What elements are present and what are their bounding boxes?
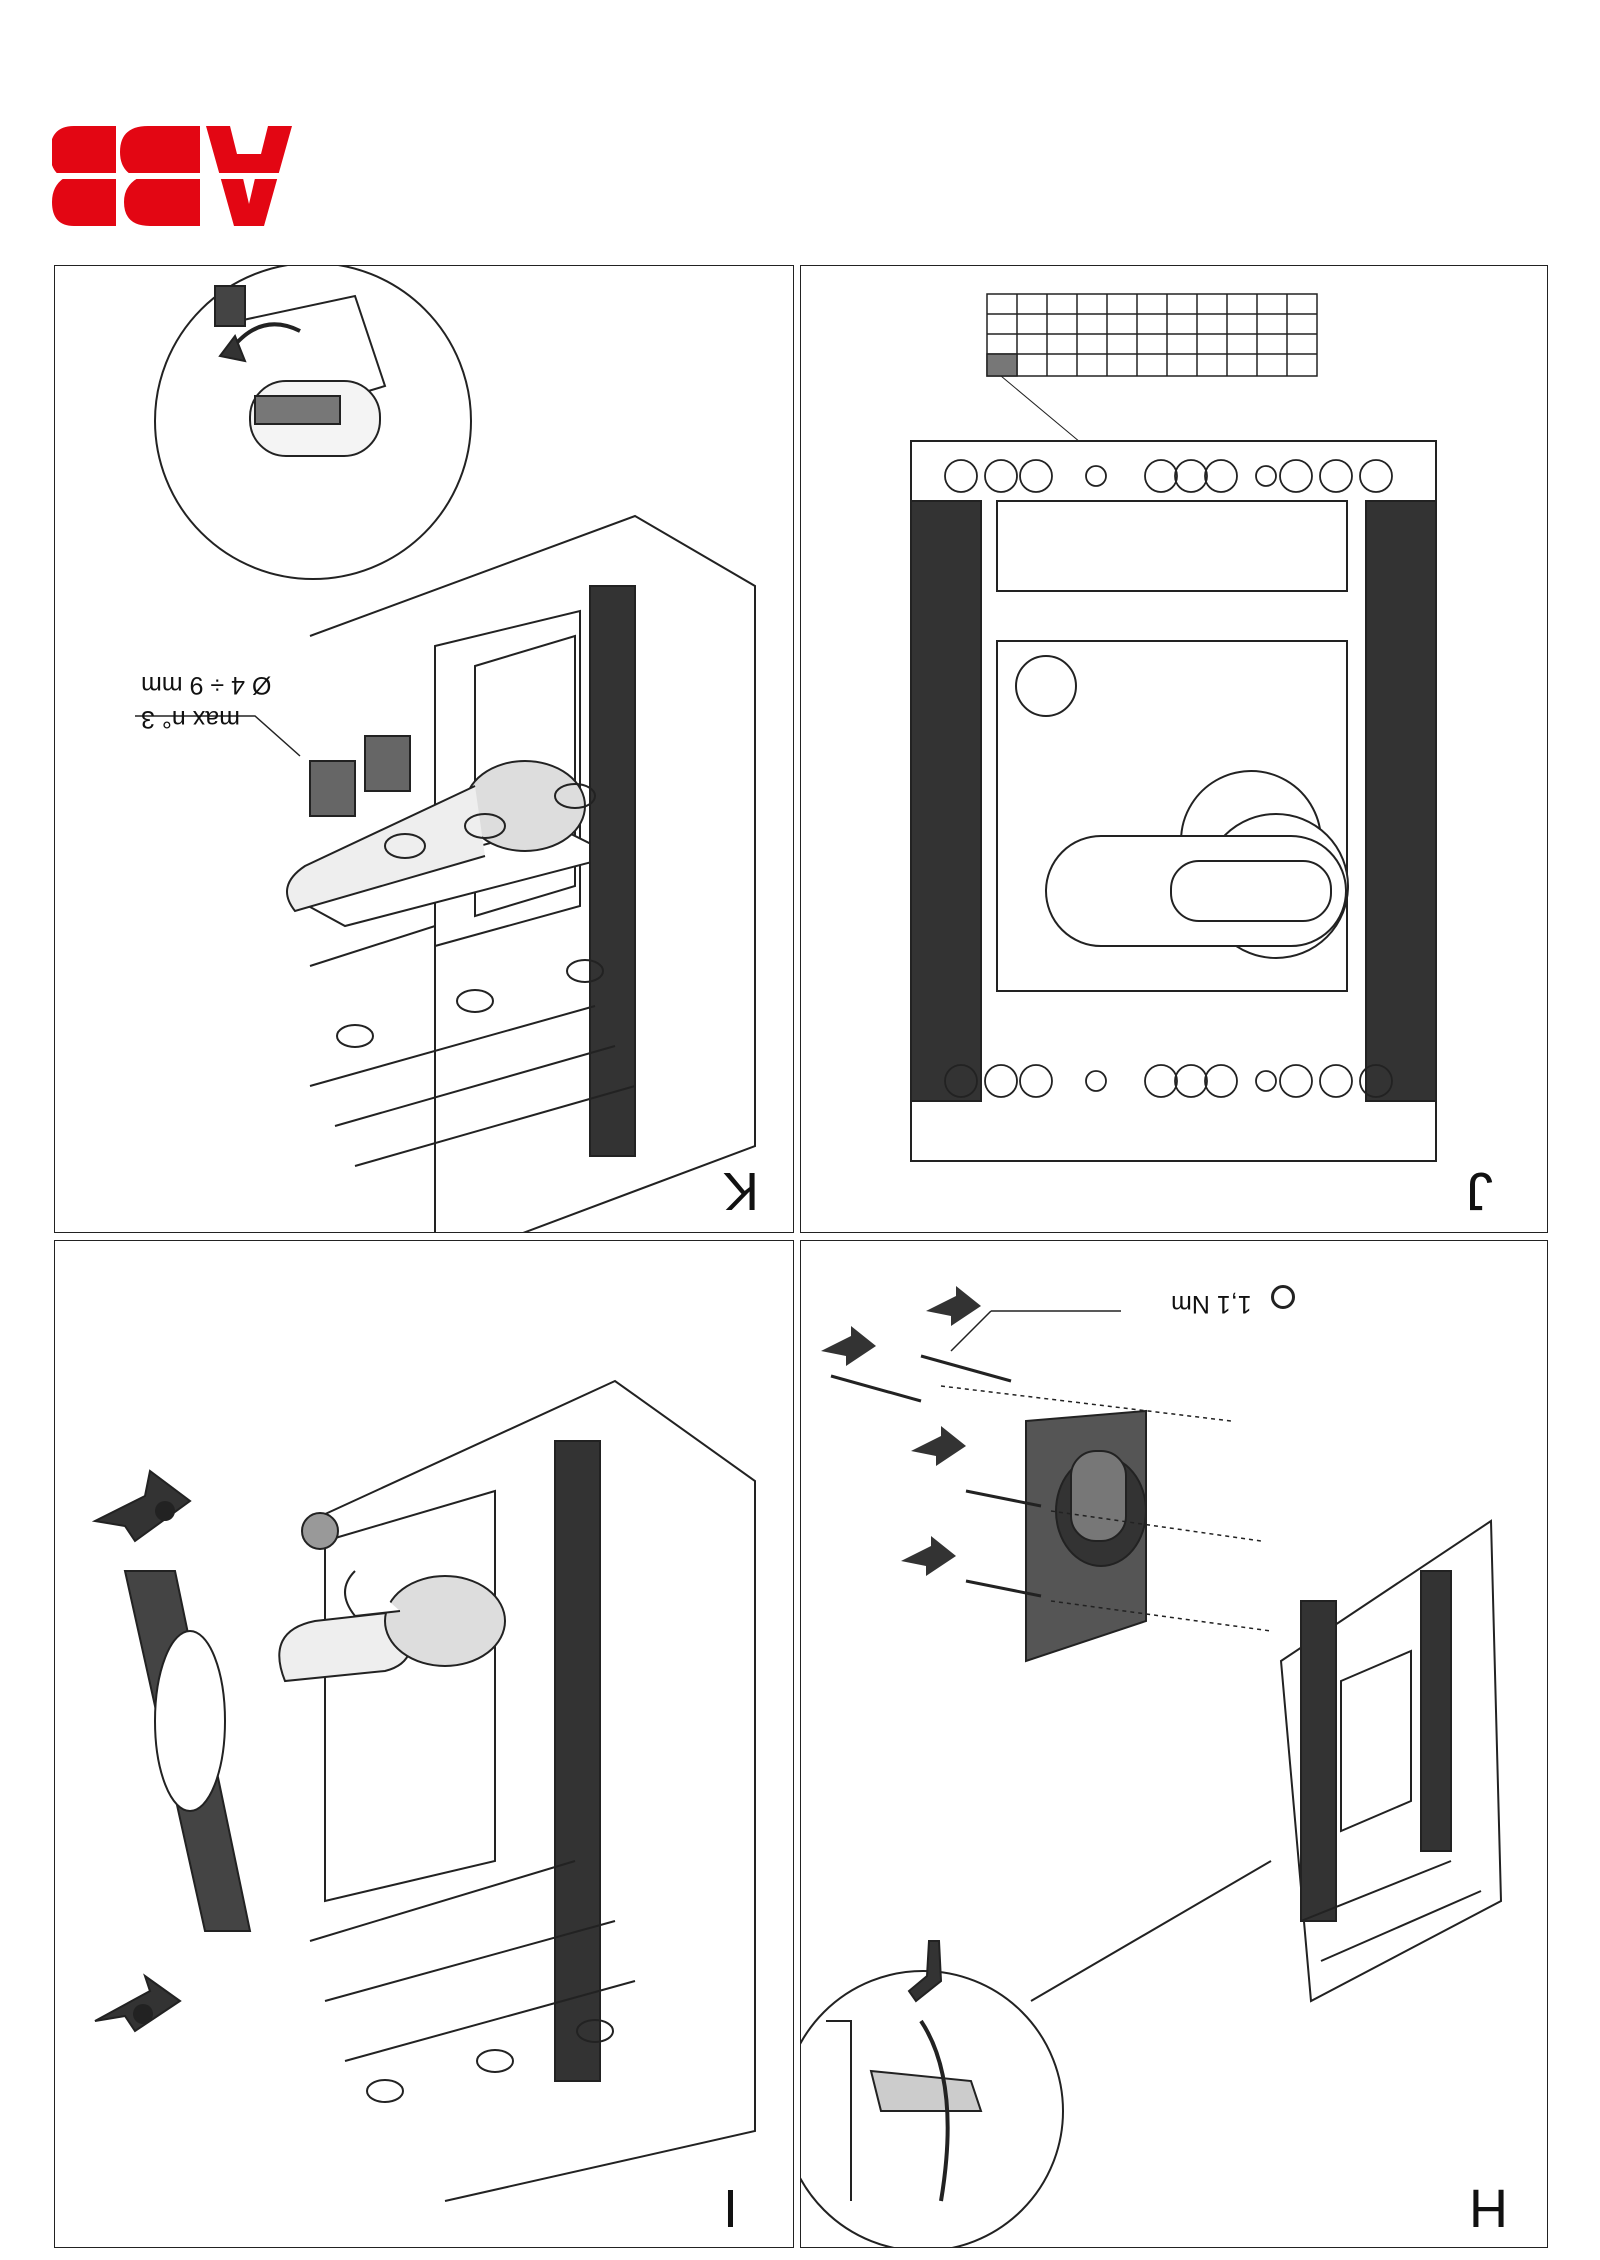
panel-j-letter: J (1466, 1161, 1493, 1221)
panel-j: J (800, 265, 1548, 1233)
panel-i-letter: I (723, 2178, 739, 2238)
panel-i: I (54, 1240, 794, 2248)
panel-j-drawing (910, 293, 1437, 1162)
rotation-icon (1271, 1285, 1295, 1309)
panel-h-letter: H (1469, 2178, 1508, 2238)
panel-h: H 1,1 Nm (800, 1240, 1548, 2248)
panel-h-drawing (801, 1286, 1503, 2247)
panel-k-letter: K (723, 1161, 760, 1221)
panel-k-note-line1: max n° 3 (141, 704, 240, 733)
panel-k: K max n° 3 Ø 4 ÷ 9 mm (54, 265, 794, 1233)
panel-i-drawing (91, 1379, 756, 2202)
panel-h-torque: 1,1 Nm (1171, 1289, 1252, 1318)
panel-k-note-line2: Ø 4 ÷ 9 mm (141, 670, 272, 699)
abb-logo (52, 126, 292, 226)
panel-k-drawing (135, 266, 756, 1232)
